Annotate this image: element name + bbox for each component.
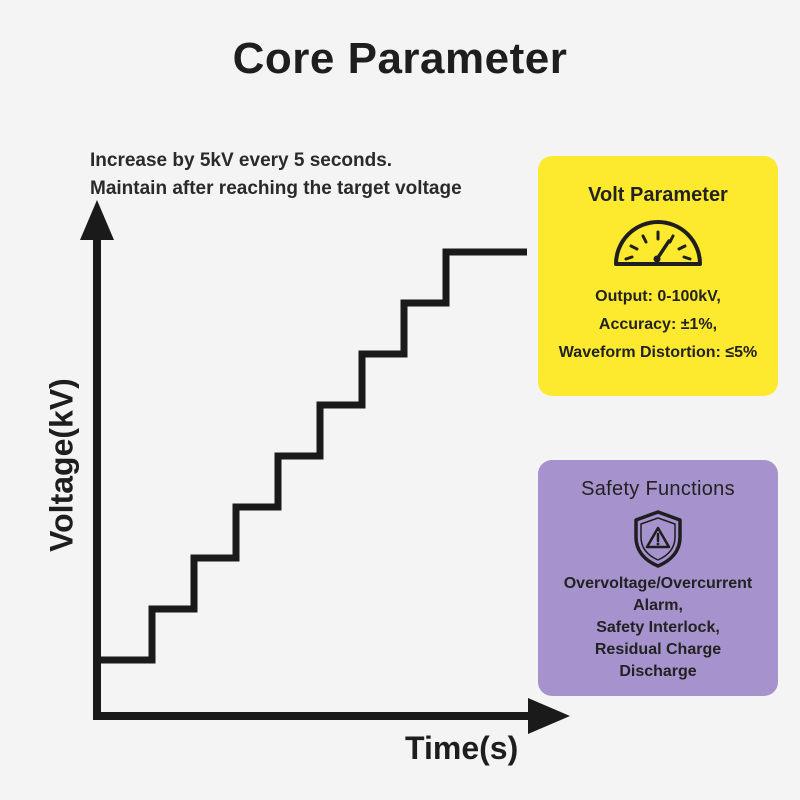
safety-functions-title: Safety Functions <box>581 478 735 500</box>
volt-parameter-card: Volt Parameter Output: 0-100kV, Accuracy… <box>538 156 778 396</box>
warning-shield-icon <box>634 510 682 568</box>
volt-spec-line: Output: 0-100kV, <box>595 288 721 305</box>
volt-spec-line: Waveform Distortion: ≤5% <box>558 344 758 361</box>
safety-functions-card: Safety Functions Overvoltage/Overcurrent… <box>538 460 778 696</box>
y-axis-line <box>93 230 101 720</box>
safety-line: Residual Charge <box>594 641 722 658</box>
safety-line: Safety Interlock, <box>596 619 720 636</box>
y-axis-arrow <box>80 200 114 240</box>
volt-spec-line: Accuracy: ±1%, <box>598 316 718 333</box>
volt-parameter-specs: Output: 0-100kV, Accuracy: ±1%, Waveform… <box>538 283 778 367</box>
safety-line: Alarm, <box>633 597 683 614</box>
safety-line: Discharge <box>619 663 697 680</box>
y-axis-label: Voltage(kV) <box>43 378 80 552</box>
safety-functions-list: Overvoltage/Overcurrent Alarm, Safety In… <box>538 573 778 683</box>
description-line-1: Increase by 5kV every 5 seconds. <box>90 150 393 171</box>
volt-parameter-title: Volt Parameter <box>588 184 728 206</box>
safety-line: Overvoltage/Overcurrent <box>563 575 753 592</box>
page-title: Core Parameter <box>232 34 568 83</box>
x-axis-arrow <box>528 698 570 734</box>
description-line-2: Maintain after reaching the target volta… <box>90 178 462 199</box>
gauge-icon <box>614 220 702 266</box>
x-axis-label: Time(s) <box>405 730 519 766</box>
voltage-step-series <box>100 248 527 664</box>
x-axis-line <box>93 712 533 720</box>
